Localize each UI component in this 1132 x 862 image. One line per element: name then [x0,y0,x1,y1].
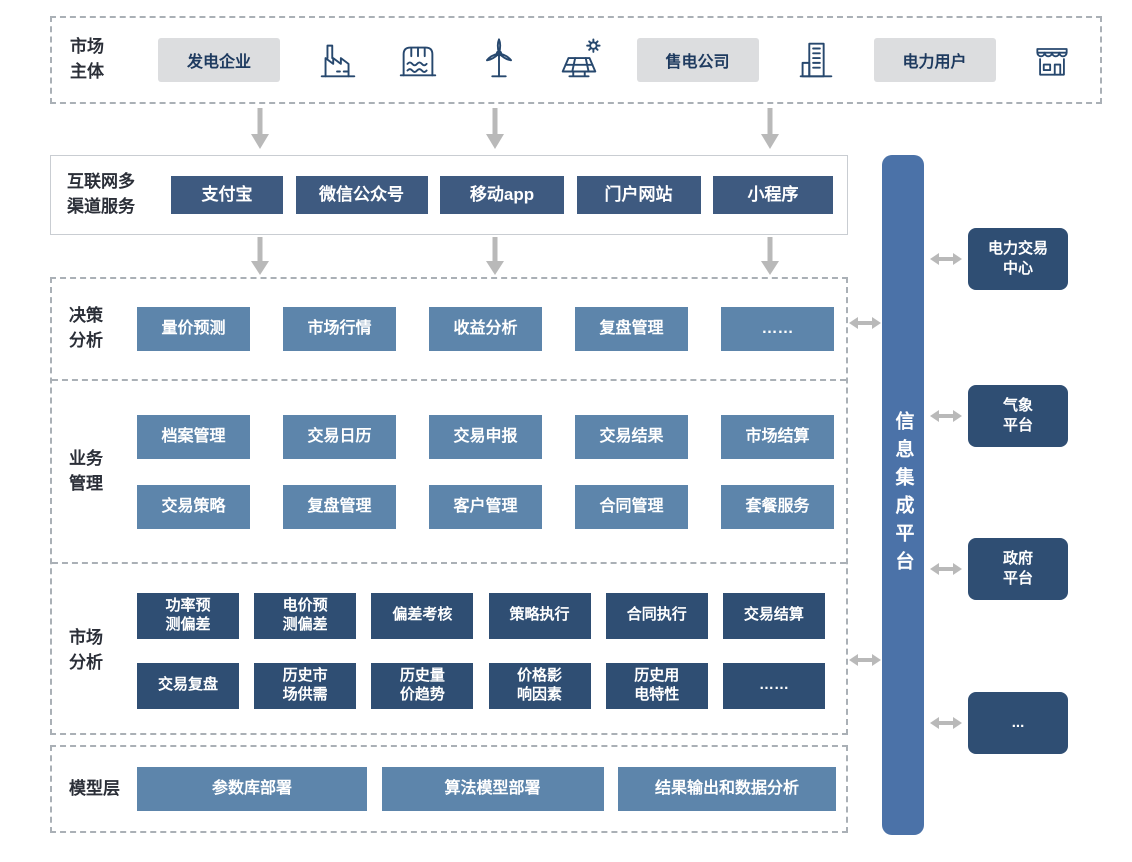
channel-alipay: 支付宝 [171,176,283,214]
bidirectional-arrow [849,317,881,329]
module-button: 历史用 电特性 [605,662,708,709]
factory-icon [315,37,361,83]
module-button: 策略执行 [488,592,591,639]
module-button: 市场结算 [721,414,834,459]
external-box-more: ... [968,692,1068,754]
down-arrow [486,237,504,275]
bidirectional-arrow [930,563,962,575]
external-box-power-trading-center: 电力交易 中心 [968,228,1068,290]
module-button: 功率预 测偏差 [137,592,239,639]
module-button: 客户管理 [429,484,542,529]
channel-services-section: 互联网多 渠道服务 支付宝 微信公众号 移动app 门户网站 小程序 [50,155,848,235]
module-button: 套餐服务 [721,484,834,529]
module-button: 交易申报 [429,414,542,459]
module-button: 偏差考核 [371,592,474,639]
module-button-more: …… [722,662,825,709]
module-button: 合同管理 [575,484,688,529]
module-button: 历史市 场供需 [254,662,357,709]
module-button: 参数库部署 [137,767,367,811]
module-button: 价格影 响因素 [488,662,591,709]
model-layer-label: 模型层 [69,778,120,798]
business-management-section: 业务 管理 档案管理 交易日历 交易申报 交易结果 市场结算 交易策略 复盘管理… [52,379,846,562]
module-button: 收益分析 [429,307,542,351]
module-button: 交易日历 [283,414,396,459]
channel-mobile-app: 移动app [440,176,564,214]
module-button-more: …… [721,307,834,351]
channel-wechat-official: 微信公众号 [295,176,428,214]
chip-power-user: 电力用户 [873,38,996,82]
market-entities-section: 市场 主体 发电企业 [50,16,1102,104]
business-management-label: 业务 管理 [69,448,103,493]
decision-analysis-section: 决策 分析 量价预测 市场行情 收益分析 复盘管理 …… [52,279,846,379]
solar-panel-icon [556,37,602,83]
market-analysis-label: 市场 分析 [69,627,103,672]
chip-power-sales-company: 售电公司 [636,38,759,82]
module-button: 市场行情 [283,307,396,351]
module-button: 档案管理 [137,414,250,459]
module-button: 交易策略 [137,484,250,529]
module-button: 算法模型部署 [381,767,604,811]
down-arrow [486,108,504,149]
down-arrow [761,108,779,149]
market-analysis-section: 市场 分析 功率预 测偏差 电价预 测偏差 偏差考核 策略执行 合同执行 交易结… [52,562,846,737]
application-layers-box: 决策 分析 量价预测 市场行情 收益分析 复盘管理 …… 业务 管理 档案管理 … [50,277,848,735]
integration-platform-bar: 信息集成平台 [882,155,924,835]
wind-turbine-icon [476,37,522,83]
chip-power-generation-company: 发电企业 [158,38,280,82]
down-arrow [761,237,779,275]
module-button: 量价预测 [137,307,250,351]
channel-mini-program: 小程序 [713,176,833,214]
office-building-icon [793,37,839,83]
module-button: 交易结果 [575,414,688,459]
module-button: 交易结算 [722,592,825,639]
module-button: 合同执行 [605,592,708,639]
integration-platform-label: 信息集成平台 [892,411,914,579]
model-layer-section: 模型层 参数库部署 算法模型部署 结果输出和数据分析 [50,745,848,833]
market-entities-label: 市场 主体 [70,37,104,81]
storefront-icon [1030,38,1074,82]
external-box-weather-platform: 气象 平台 [968,385,1068,447]
module-button: 电价预 测偏差 [254,592,357,639]
bidirectional-arrow [930,253,962,265]
module-button: 复盘管理 [575,307,688,351]
module-button: 历史量 价趋势 [371,662,474,709]
channel-services-label: 互联网多 渠道服务 [67,172,135,216]
module-button: 结果输出和数据分析 [618,767,836,811]
module-button: 复盘管理 [283,484,396,529]
channel-portal-site: 门户网站 [576,176,701,214]
module-button: 交易复盘 [137,662,239,709]
hydro-plant-icon [395,37,441,83]
bidirectional-arrow [930,717,962,729]
down-arrow [251,237,269,275]
external-box-government-platform: 政府 平台 [968,538,1068,600]
bidirectional-arrow [849,654,881,666]
bidirectional-arrow [930,410,962,422]
down-arrow [251,108,269,149]
decision-analysis-label: 决策 分析 [69,306,103,350]
